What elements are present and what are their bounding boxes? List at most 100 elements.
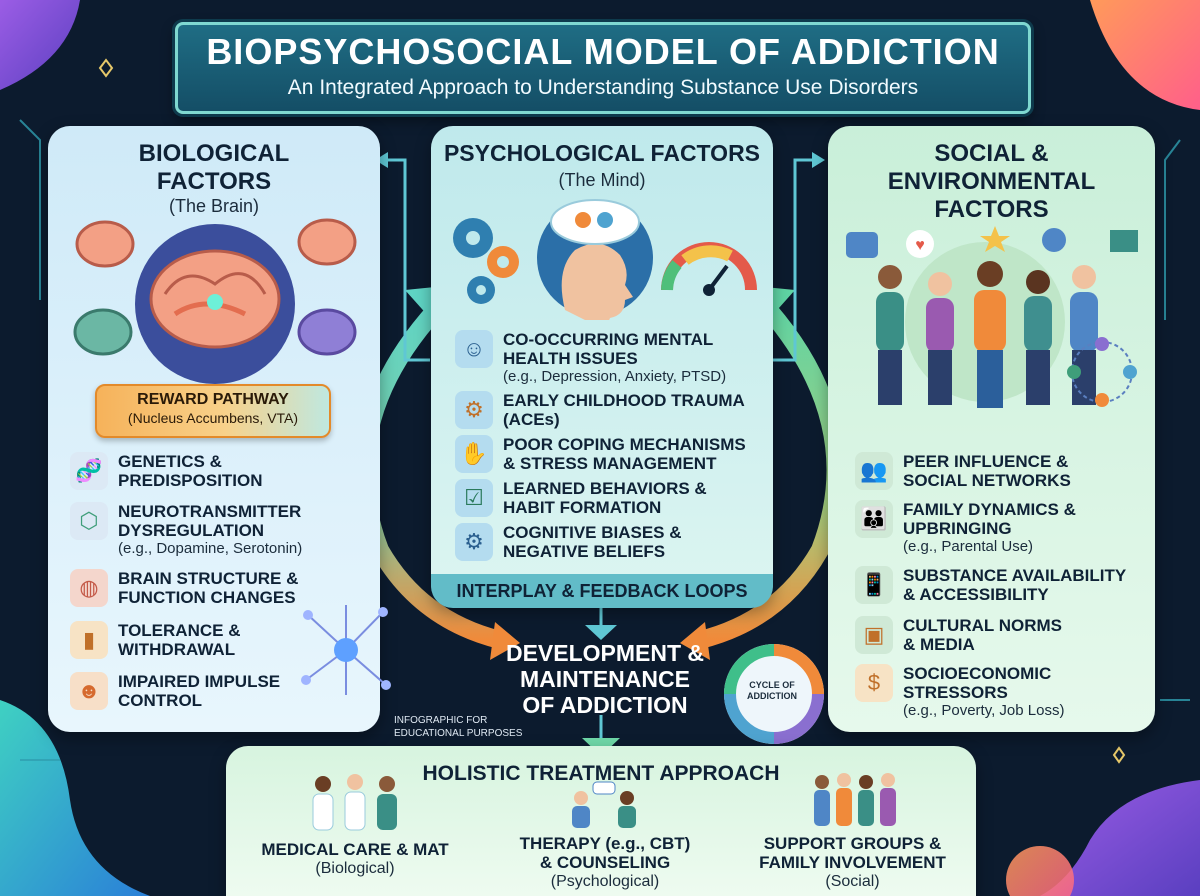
bio-item-label: PREDISPOSITION (118, 471, 263, 490)
group-icon: 👥 (855, 452, 893, 490)
bio-item: 🧬 GENETICS &PREDISPOSITION (70, 452, 263, 490)
soc-item: 📱 SUBSTANCE AVAILABILITY& ACCESSIBILITY (855, 566, 1126, 604)
brain-icon: ◍ (70, 569, 108, 607)
checklist-icon: ☑ (455, 479, 493, 517)
hand-stress-icon: ✋ (455, 435, 493, 473)
svg-text:♥: ♥ (915, 237, 925, 254)
head-icon (561, 243, 633, 320)
reward-pathway-box: REWARD PATHWAY (Nucleus Accumbens, VTA) (95, 384, 331, 438)
bio-item: ▮ TOLERANCE &WITHDRAWAL (70, 621, 240, 659)
brain-icon (75, 220, 135, 268)
soc-item-label: & ACCESSIBILITY (903, 585, 1049, 604)
treatment-label: FAMILY INVOLVEMENT (759, 853, 946, 872)
educational-note: INFOGRAPHIC FOR EDUCATIONAL PURPOSES (394, 714, 522, 740)
person-speech-icon: ☻ (70, 672, 108, 710)
bio-item-note: (e.g., Dopamine, Serotonin) (118, 540, 303, 557)
globe-icon (1042, 228, 1066, 252)
therapy-icon (572, 781, 636, 828)
molecule-icon: ⬡ (70, 502, 108, 540)
bio-item-label: FUNCTION CHANGES (118, 588, 296, 607)
bio-item-label: GENETICS & (118, 452, 222, 471)
brain-illustration (73, 218, 357, 384)
soc-item-label: PEER INFLUENCE & (903, 452, 1069, 471)
treatment-label: THERAPY (e.g., CBT) (519, 834, 691, 853)
soc-item-label: & MEDIA (903, 635, 975, 654)
circuit-lines (19, 119, 1190, 761)
treatment-domain: (Social) (825, 873, 880, 890)
soc-item-label: STRESSORS (903, 683, 1008, 702)
treatment-col-support: SUPPORT GROUPS & FAMILY INVOLVEMENT (Soc… (740, 834, 965, 891)
people-group-icon (876, 261, 1098, 408)
psy-item-label: EARLY CHILDHOOD TRAUMA (503, 391, 745, 410)
head-gear-icon: ⚙ (455, 523, 493, 561)
title-banner: BIOPSYCHOSOCIAL MODEL OF ADDICTION An In… (175, 22, 1031, 114)
biological-title: BIOLOGICAL FACTORS (48, 140, 380, 196)
head-brain-icon: ☺ (455, 330, 493, 368)
soc-item-label: SOCIOECONOMIC (903, 664, 1052, 683)
soc-item-label: UPBRINGING (903, 519, 1012, 538)
corner-blob (0, 700, 150, 896)
chat-icon (846, 232, 878, 258)
brain-icon (297, 218, 357, 266)
development-line: MAINTENANCE (520, 666, 690, 692)
psy-item-label: POOR COPING MECHANISMS (503, 435, 746, 454)
cycle-label: CYCLE OF ADDICTION (742, 680, 802, 702)
development-label: DEVELOPMENT & MAINTENANCE OF ADDICTION (480, 640, 730, 718)
thought-cloud-icon (550, 199, 640, 245)
soc-item-note: (e.g., Poverty, Job Loss) (903, 702, 1065, 719)
psy-item-label: LEARNED BEHAVIORS & (503, 479, 707, 498)
pill-bottle-icon: ▮ (70, 621, 108, 659)
soc-item-label: SUBSTANCE AVAILABILITY (903, 566, 1127, 585)
development-line: DEVELOPMENT & (505, 640, 705, 666)
arrow-head (375, 152, 388, 168)
social-title-line: SOCIAL & (934, 140, 1049, 167)
psychological-title: PSYCHOLOGICAL FACTORS (443, 140, 761, 166)
psy-item-label: COGNITIVE BIASES & (503, 523, 682, 542)
soc-item: 👥 PEER INFLUENCE &SOCIAL NETWORKS (855, 452, 1071, 490)
psy-item: ✋ POOR COPING MECHANISMS& STRESS MANAGEM… (455, 435, 746, 473)
cycle-of-addiction-icon (724, 644, 824, 744)
treatment-col-therapy: THERAPY (e.g., CBT) & COUNSELING (Psycho… (495, 834, 715, 891)
arrow-head (680, 622, 710, 660)
cycle-label-line: ADDICTION (747, 691, 797, 701)
people-illustration: ♥ (846, 226, 1138, 408)
reward-node (207, 294, 223, 310)
psy-item-label: (ACEs) (503, 410, 560, 429)
soc-item-label: SOCIAL NETWORKS (903, 471, 1071, 490)
mind-illustration (453, 199, 757, 320)
psy-item-note: (e.g., Depression, Anxiety, PTSD) (503, 368, 727, 385)
development-line: OF ADDICTION (522, 692, 688, 718)
head-gears-icon: ⚙ (455, 391, 493, 429)
sparkle-decor (98, 58, 1126, 764)
brain-icon (73, 308, 133, 356)
psy-item-label: NEGATIVE BELIEFS (503, 542, 666, 561)
treatment-domain: (Psychological) (550, 873, 660, 890)
treatment-label: MEDICAL CARE & MAT (261, 840, 449, 859)
reward-pathway-detail: (Nucleus Accumbens, VTA) (127, 410, 299, 426)
neuron-network-icon (301, 605, 391, 695)
tv-icon: ▣ (855, 616, 893, 654)
bio-item-label: CONTROL (118, 691, 203, 710)
bio-item-label: WITHDRAWAL (118, 640, 236, 659)
corner-blob (0, 0, 80, 90)
corner-blob (1040, 780, 1200, 896)
psy-item-label: HABIT FORMATION (503, 498, 662, 517)
social-title-line: FACTORS (934, 196, 1049, 223)
arrow-head (490, 622, 520, 660)
doctors-icon (312, 774, 397, 831)
psy-item: ☑ LEARNED BEHAVIORS &HABIT FORMATION (455, 479, 707, 517)
psy-item-label: CO-OCCURRING MENTAL (503, 330, 714, 349)
heart-bubble-icon (906, 230, 934, 258)
psy-item-label: HEALTH ISSUES (503, 349, 638, 368)
reward-pathway-title: REWARD PATHWAY (137, 391, 289, 408)
treatment-label: SUPPORT GROUPS & (763, 834, 942, 853)
corner-blob (1006, 846, 1074, 896)
page-subtitle: An Integrated Approach to Understanding … (287, 76, 919, 99)
psy-item-label: & STRESS MANAGEMENT (503, 454, 717, 473)
social-title: SOCIAL & ENVIRONMENTAL FACTORS (828, 140, 1155, 224)
money-hand-icon: $ (855, 664, 893, 702)
educational-note-line: EDUCATIONAL PURPOSES (394, 728, 523, 739)
brain-icon (297, 308, 357, 356)
phone-hand-icon: 📱 (855, 566, 893, 604)
